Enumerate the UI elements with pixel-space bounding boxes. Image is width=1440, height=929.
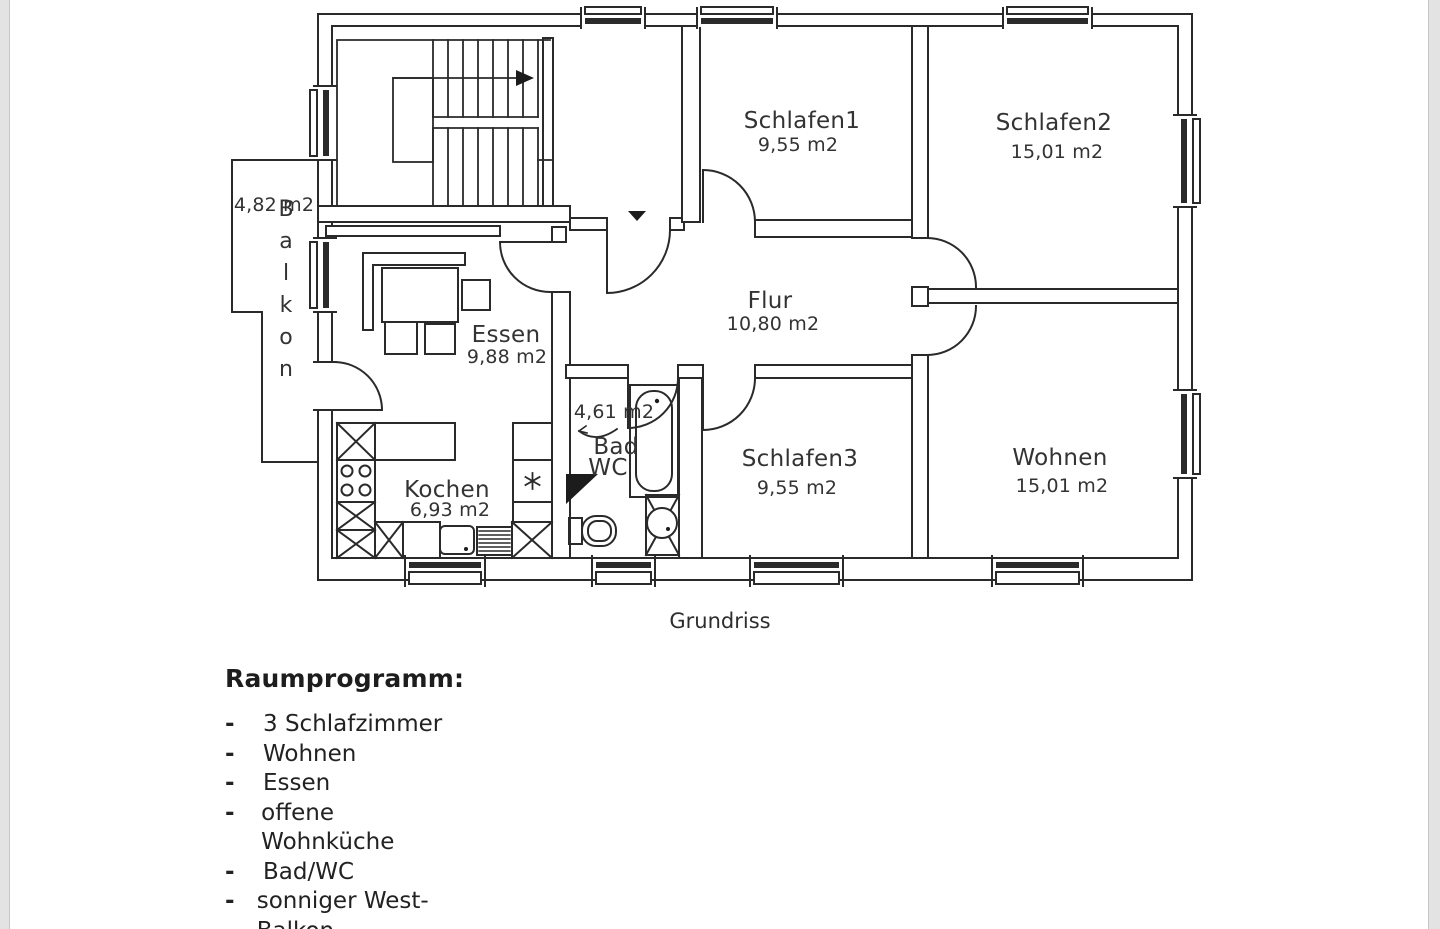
window-schlafen2-right xyxy=(1173,114,1201,208)
door-schlafen1 xyxy=(701,168,757,224)
page-edge-left xyxy=(0,0,10,929)
sideboard-icon xyxy=(362,252,466,331)
balcony-outline xyxy=(231,159,319,463)
raumprogramm-item: -offene Wohnküche xyxy=(225,799,464,858)
dining-table-icon xyxy=(381,267,459,323)
room-area-essen: 9,88 m2 xyxy=(466,346,548,368)
window-wohnen-right xyxy=(1173,389,1201,479)
snowflake-icon xyxy=(524,472,541,490)
window-essen-balkon xyxy=(309,237,337,313)
chair-icon xyxy=(461,279,491,311)
chair-icon xyxy=(424,323,456,355)
door-balkon xyxy=(332,360,384,412)
entrance-marker-icon xyxy=(628,211,646,221)
shaft-triangle-icon xyxy=(566,474,598,504)
window-top-hall xyxy=(580,6,646,29)
room-label-schlafen1: Schlafen1 xyxy=(743,108,861,134)
window-schlafen3 xyxy=(749,555,844,587)
raumprogramm-item: -sonniger West-Balkon xyxy=(225,887,464,929)
room-label-kochen: Kochen xyxy=(404,477,490,503)
door-essen xyxy=(498,240,552,294)
room-area-schlafen3: 9,55 m2 xyxy=(756,477,838,499)
room-label-schlafen2: Schlafen2 xyxy=(995,110,1113,136)
bullet-dash: - xyxy=(225,799,235,826)
interior-walls xyxy=(317,25,1179,559)
room-label-bad: Bad xyxy=(593,434,639,460)
room-label-balkon: Balkon xyxy=(273,197,299,389)
washing-machine-icon xyxy=(644,493,681,557)
window-schlafen2-top xyxy=(1002,6,1093,29)
counter-icon xyxy=(374,422,456,461)
drainer-icon xyxy=(476,526,513,556)
door-wohnen xyxy=(925,304,978,357)
essen-furniture xyxy=(362,252,491,355)
room-label-flur: Flur xyxy=(747,288,793,314)
room-area-schlafen1: 9,55 m2 xyxy=(757,134,839,156)
door-schlafen3 xyxy=(701,376,757,432)
toilet-icon xyxy=(568,515,617,547)
room-area-kochen: 6,93 m2 xyxy=(409,499,491,521)
room-label-schlafen3: Schlafen3 xyxy=(741,446,859,472)
bullet-dash: - xyxy=(225,888,235,914)
floorplan-drawing xyxy=(231,6,1201,587)
bathroom-fixtures xyxy=(566,384,681,557)
bullet-dash: - xyxy=(225,740,235,767)
room-area-schlafen2: 15,01 m2 xyxy=(1010,141,1104,163)
raumprogramm-list: -3 Schlafzimmer -Wohnen -Essen -offene W… xyxy=(225,710,464,929)
room-area-balkon: 4,82 m2 xyxy=(233,194,315,216)
area-annotation-arrow-icon xyxy=(577,398,660,438)
kitchen-fixtures xyxy=(335,421,554,560)
raumprogramm-heading: Raumprogramm: xyxy=(225,664,465,693)
room-area-bad: 4,61 m2 xyxy=(573,401,655,423)
raumprogramm-item: -3 Schlafzimmer xyxy=(225,710,464,740)
washbasin-icon xyxy=(646,507,678,539)
window-stairs xyxy=(309,85,337,161)
stove-icon xyxy=(336,459,376,503)
window-kochen xyxy=(404,555,486,587)
bathtub-icon xyxy=(629,384,679,498)
windows xyxy=(309,6,1201,587)
raumprogramm-item: -Bad/WC xyxy=(225,858,464,888)
stair-direction-arrow-icon xyxy=(516,70,534,86)
raumprogramm-item: -Wohnen xyxy=(225,740,464,770)
raumprogramm-item: -Essen xyxy=(225,769,464,799)
chair-icon xyxy=(384,321,418,355)
staircase xyxy=(336,39,552,207)
sink-icon xyxy=(439,525,475,555)
room-label-wohnen: Wohnen xyxy=(1012,445,1108,471)
door-entrance xyxy=(605,228,672,295)
scrollbar-track[interactable] xyxy=(1428,0,1440,929)
balcony-door-opening xyxy=(313,361,337,411)
bullet-dash: - xyxy=(225,711,235,737)
door-schlafen2 xyxy=(925,236,978,289)
window-schlafen1 xyxy=(696,6,778,29)
room-area-flur: 10,80 m2 xyxy=(726,313,820,335)
window-wohnen-bottom xyxy=(991,555,1084,587)
room-label-wc: WC xyxy=(588,455,628,481)
raumprogramm-section: Raumprogramm: -3 Schlafzimmer -Wohnen -E… xyxy=(225,664,465,929)
plan-caption: Grundriss xyxy=(669,609,771,633)
room-area-wohnen: 15,01 m2 xyxy=(1015,475,1109,497)
bullet-dash: - xyxy=(225,770,235,796)
fridge-icon xyxy=(512,459,553,503)
window-bad xyxy=(591,555,656,587)
bullet-dash: - xyxy=(225,858,235,885)
room-label-essen: Essen xyxy=(471,322,541,348)
